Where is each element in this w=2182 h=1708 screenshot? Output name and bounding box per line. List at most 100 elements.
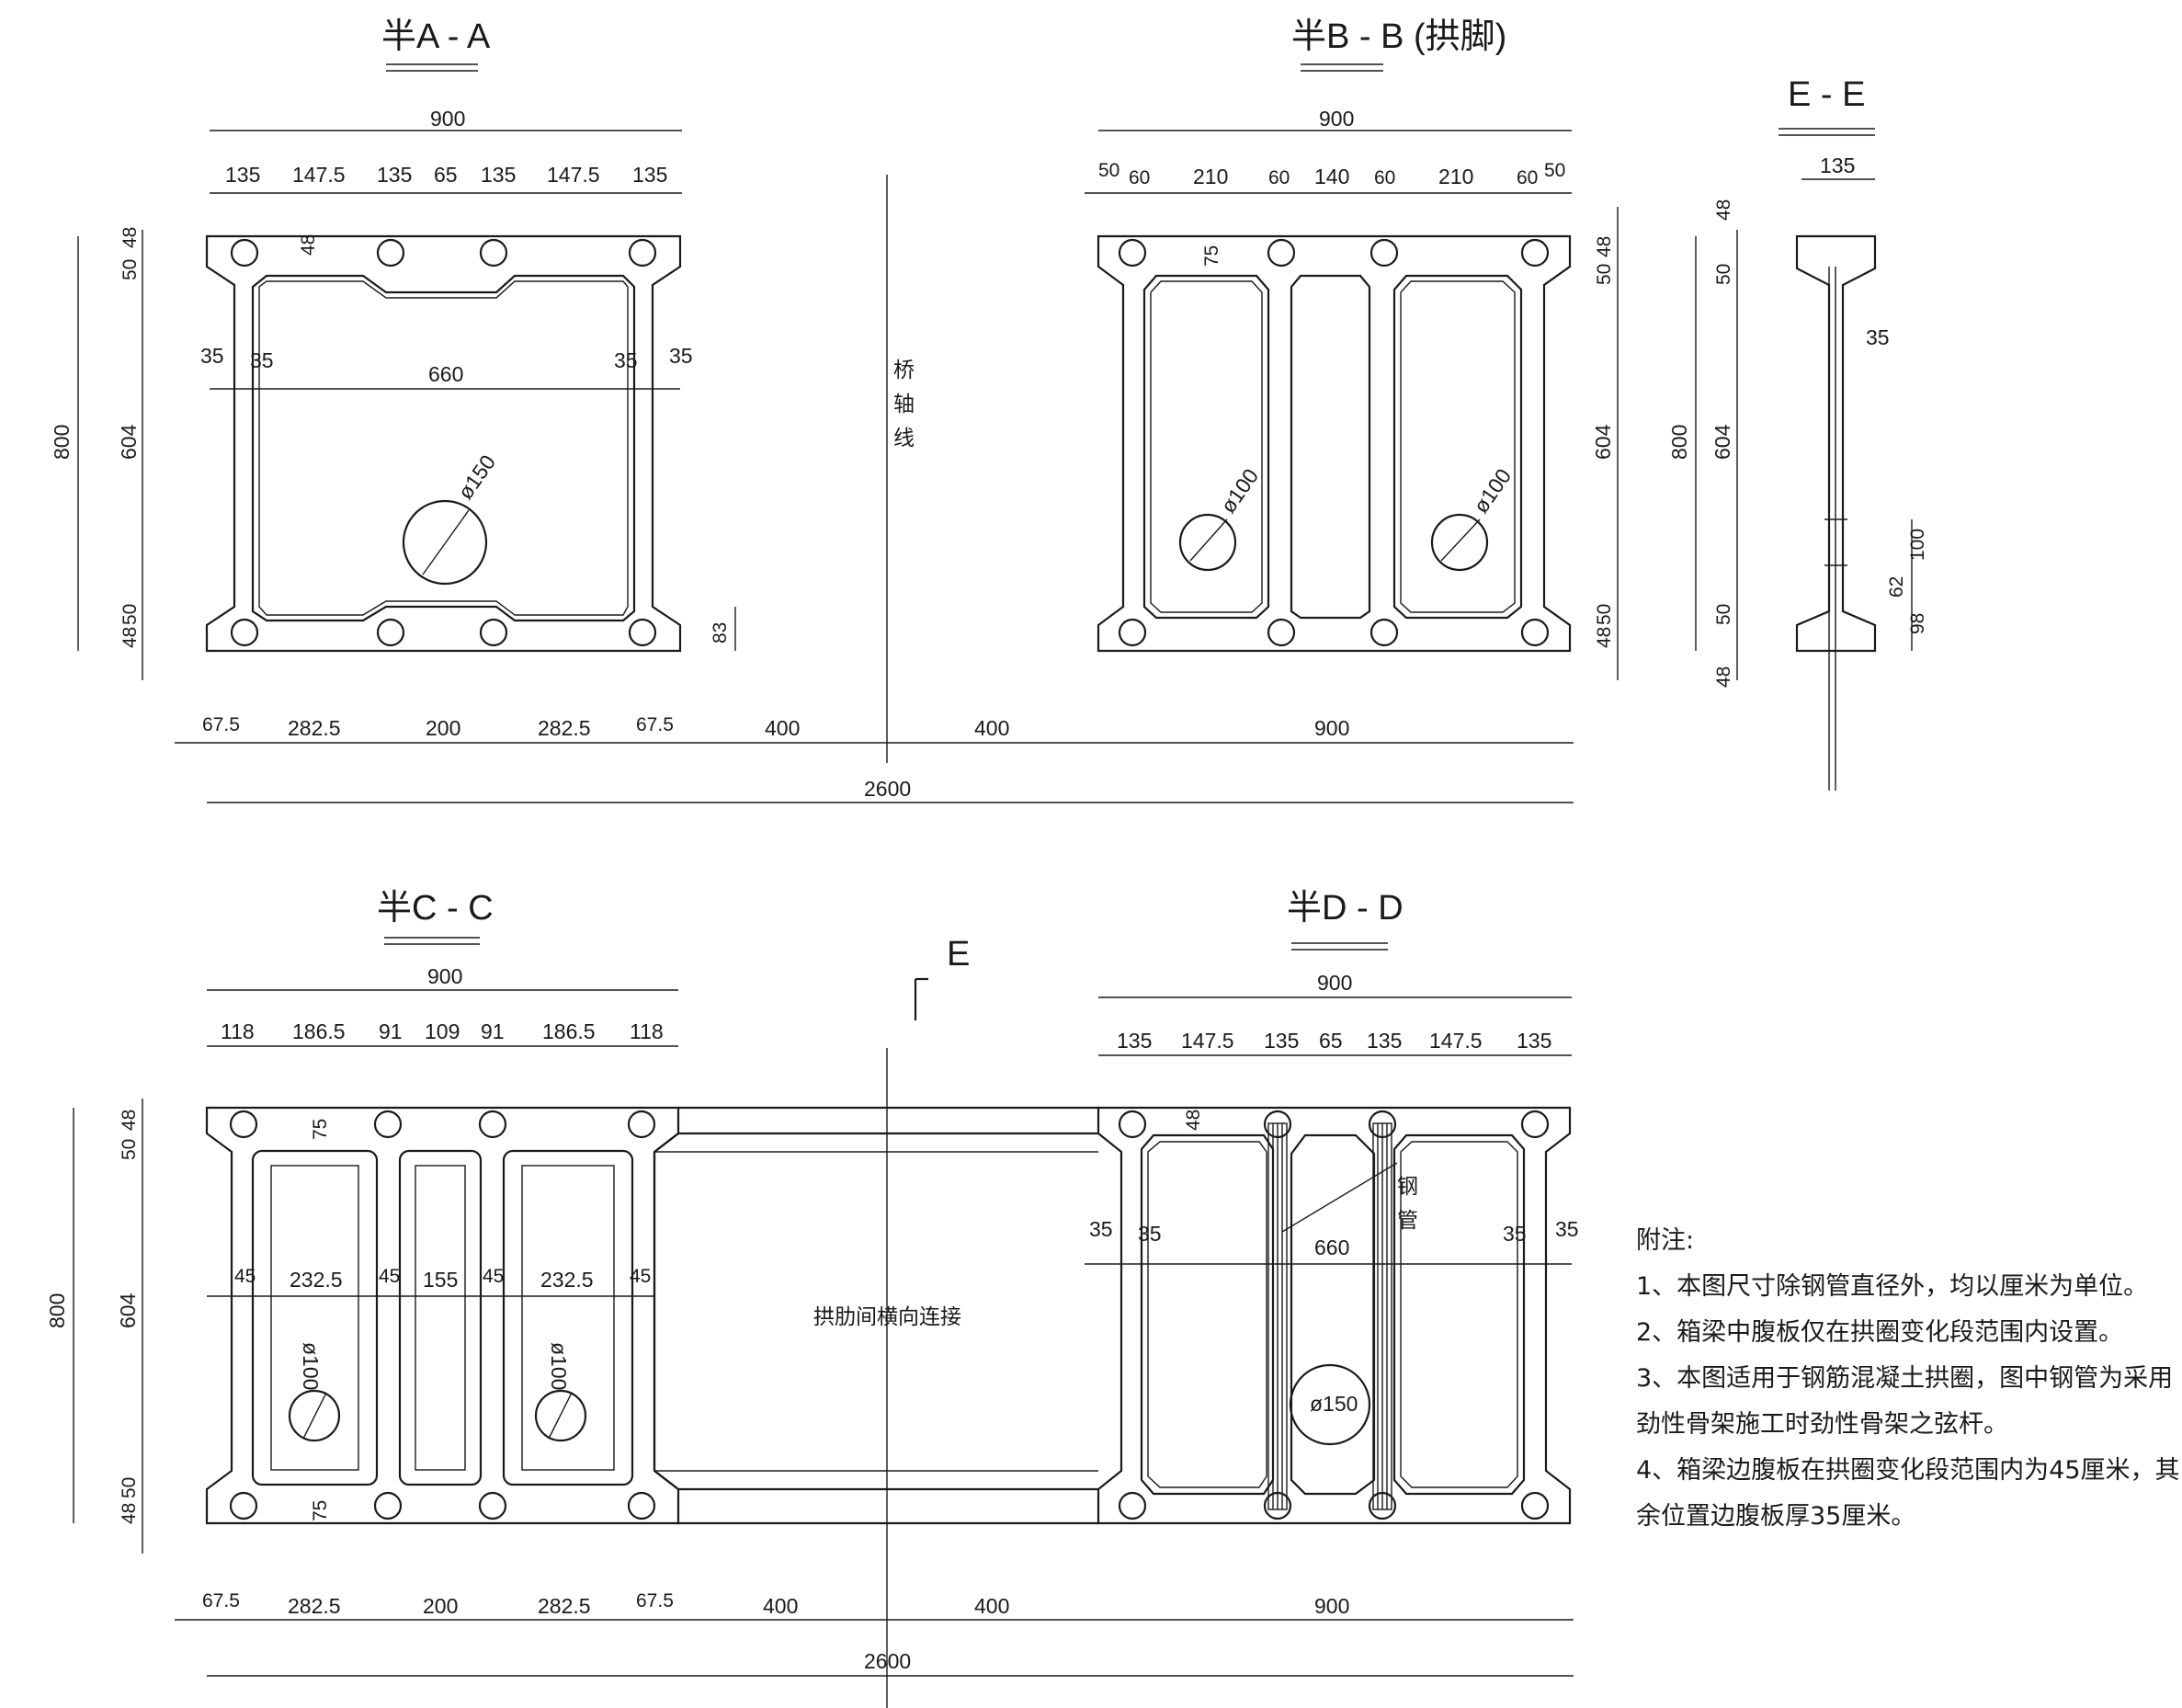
bb-h-top-1: 48: [1594, 236, 1615, 257]
top-seg-2: 200: [426, 716, 460, 740]
cc-inner-5: 232.5: [540, 1268, 594, 1292]
ee-left-1: 50: [1713, 264, 1734, 285]
cc-h-top-1: 48: [119, 1110, 140, 1131]
dd-web-l1: 35: [1089, 1217, 1113, 1241]
ee-left-0: 48: [1713, 199, 1734, 221]
top-seg-3: 282.5: [538, 716, 591, 740]
aa-seg-3: 65: [434, 163, 458, 187]
title-section-aa: 半A - A: [381, 17, 491, 56]
dd-seg-3: 65: [1319, 1029, 1343, 1053]
cc-h-top-0: 50: [119, 1139, 140, 1160]
aa-total-height: 800: [50, 425, 74, 460]
cc-seg-0: 118: [221, 1019, 255, 1043]
bb-h-mid: 604: [1591, 424, 1615, 460]
section-e-label: E: [947, 935, 970, 974]
dd-web-r2: 35: [1503, 1222, 1527, 1246]
aa-seg-6: 135: [632, 163, 667, 187]
dd-seg-6: 135: [1517, 1029, 1551, 1053]
bb-seg-4: 140: [1314, 165, 1349, 188]
aa-web-r1: 35: [669, 344, 693, 368]
top-seg-5: 400: [765, 716, 800, 740]
bot-seg-5: 400: [763, 1594, 798, 1618]
bb-pipe-r: ø100: [1469, 464, 1516, 518]
top-total: 2600: [864, 777, 911, 801]
dd-seg-4: 135: [1367, 1029, 1402, 1053]
bot-seg-3: 282.5: [538, 1594, 591, 1618]
aa-web-l2: 35: [250, 348, 274, 372]
note-line: 1、本图尺寸除钢管直径外，均以厘米为单位。: [1636, 1272, 2149, 1301]
cc-seg-4: 91: [481, 1019, 505, 1043]
ee-web: 35: [1866, 325, 1890, 349]
dd-seg-2: 135: [1264, 1029, 1299, 1053]
rib-connection-label: 拱肋间横向连接: [813, 1304, 961, 1328]
dd-flange: 48: [1183, 1110, 1204, 1131]
aa-total-width: 900: [430, 107, 465, 131]
title-section-cc: 半C - C: [377, 889, 494, 928]
top-seg-6: 400: [974, 716, 1009, 740]
title-section-ee: E - E: [1788, 75, 1865, 114]
dd-total-width: 900: [1317, 971, 1352, 995]
cc-inner-0: 45: [234, 1266, 256, 1287]
aa-side: 83: [710, 622, 731, 643]
top-seg-7: 900: [1314, 716, 1349, 740]
note-line: 2、箱梁中腹板仅在拱圈变化段范围内设置。: [1636, 1318, 2124, 1347]
aa-web-r2: 35: [614, 348, 638, 372]
title-section-bb: 半B - B (拱脚): [1291, 17, 1506, 56]
bb-seg-7: 60: [1517, 167, 1538, 188]
aa-web-l1: 35: [200, 344, 224, 368]
cc-inner-6: 45: [630, 1266, 651, 1287]
bot-seg-2: 200: [423, 1594, 458, 1618]
aa-inner: 660: [428, 362, 463, 386]
top-seg-4: 67.5: [636, 714, 674, 735]
bb-h-bot-0: 48: [1594, 627, 1615, 648]
bb-seg-2: 210: [1193, 165, 1228, 188]
axis-label-2: 轴: [893, 392, 915, 416]
cc-inner-4: 45: [483, 1266, 504, 1287]
cc-seg-2: 91: [379, 1019, 403, 1043]
rib-connection: 拱肋间横向连接: [653, 1106, 1098, 1525]
dd-seg-0: 135: [1117, 1029, 1152, 1053]
ee-left-4: 50: [1713, 604, 1734, 625]
section-ee: [1795, 234, 1877, 791]
ee-left-2: 800: [1667, 425, 1691, 460]
bot-total: 2600: [864, 1649, 911, 1673]
bb-seg-1: 60: [1129, 167, 1150, 188]
cc-h-mid: 604: [116, 1292, 140, 1328]
bb-pipe-l: ø100: [1216, 464, 1263, 518]
dd-web-r1: 35: [1555, 1217, 1579, 1241]
ee-right-2: 98: [1907, 613, 1928, 634]
cc-pipe-l: ø100: [299, 1342, 323, 1390]
section-dd: 钢 管 ø150: [1097, 1106, 1572, 1525]
cc-seg-3: 109: [425, 1019, 460, 1043]
bb-seg-6: 210: [1438, 165, 1473, 188]
axis-label-1: 桥: [893, 358, 915, 381]
ee-right-0: 100: [1907, 529, 1928, 561]
steel-pipe-aa: [402, 499, 488, 586]
bot-seg-1: 282.5: [288, 1594, 341, 1618]
section-aa: ø150: [205, 234, 682, 653]
bb-seg-3: 60: [1268, 167, 1290, 188]
axis-label-3: 线: [893, 426, 915, 450]
aa-seg-4: 135: [481, 163, 516, 187]
aa-h-bot-1: 50: [119, 604, 141, 625]
dd-pipe: ø150: [1310, 1392, 1358, 1416]
steel-pipe-label-2: 管: [1397, 1208, 1418, 1232]
cc-pipe-r: ø100: [547, 1342, 571, 1390]
aa-h-top-1: 48: [119, 227, 141, 248]
note-line: 余位置边腹板厚35厘米。: [1636, 1502, 1916, 1531]
ee-width: 135: [1820, 154, 1855, 177]
bb-h-bot-1: 50: [1594, 604, 1615, 625]
ee-left-3: 604: [1710, 424, 1734, 460]
bot-seg-6: 400: [974, 1594, 1009, 1618]
cc-inner-1: 232.5: [290, 1268, 343, 1292]
dd-seg-5: 147.5: [1429, 1029, 1483, 1053]
bot-seg-0: 67.5: [202, 1590, 240, 1611]
bb-seg-8: 50: [1544, 160, 1565, 181]
cc-total-height: 800: [45, 1293, 69, 1328]
note-line: 3、本图适用于钢筋混凝土拱圈，图中钢管为采用: [1636, 1364, 2174, 1393]
aa-seg-5: 147.5: [547, 163, 600, 187]
aa-h-bot-0: 48: [119, 627, 141, 648]
cc-h-bot-1: 50: [119, 1477, 140, 1498]
ee-right-1: 62: [1886, 576, 1907, 598]
cc-seg-6: 118: [630, 1019, 664, 1043]
